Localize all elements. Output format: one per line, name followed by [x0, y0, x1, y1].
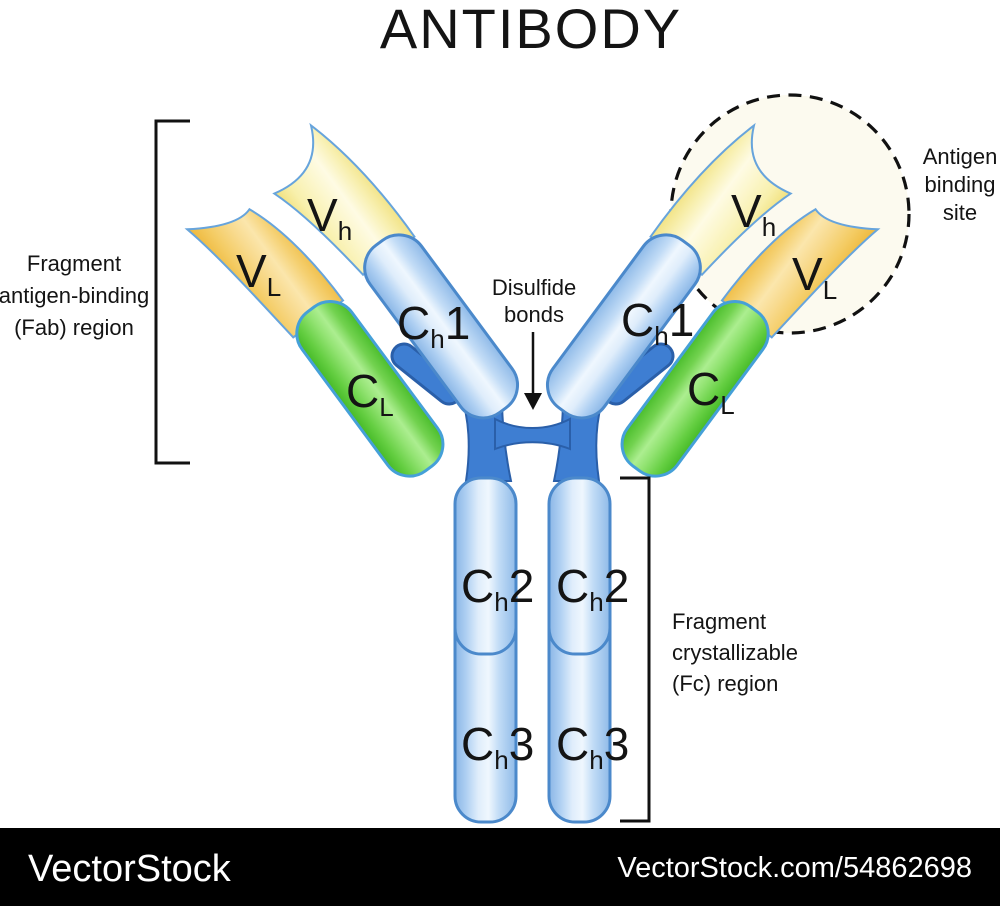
- fab-label-line2: antigen-binding: [0, 283, 149, 308]
- watermark-credit: VectorStock.com/54862698: [617, 852, 972, 884]
- cl-capsule-right: [620, 300, 770, 478]
- ch2-label-right: Ch2: [556, 560, 629, 617]
- fc-label-line2: crystallizable: [672, 640, 798, 665]
- ch3-label-right: Ch3: [556, 718, 629, 775]
- disulfide-arrow-head: [524, 393, 542, 410]
- disulfide-label: Disulfide bonds: [492, 275, 576, 327]
- vh-label-right: Vh: [731, 185, 776, 242]
- antigen-label-line2: binding: [925, 172, 996, 197]
- vh-ribbon-left: [272, 122, 416, 277]
- fab-label-line3: (Fab) region: [14, 315, 134, 340]
- antigen-label-line1: Antigen: [923, 144, 998, 169]
- cl-label-right: CL: [687, 363, 735, 420]
- antigen-site-label: Antigen binding site: [923, 144, 998, 225]
- fc-bracket: [620, 476, 651, 823]
- vl-label-left: VL: [236, 245, 281, 302]
- left-heavy-chain-arm: [272, 122, 520, 420]
- disulfide-label-line2: bonds: [504, 302, 564, 327]
- cl-label-left: CL: [346, 365, 394, 422]
- ch2-capsule-left: [453, 476, 518, 656]
- ch2-capsule-right: [547, 476, 612, 656]
- left-light-chain-arm: [184, 207, 445, 478]
- watermark-bar: [0, 828, 1000, 906]
- vl-ribbon-right: [720, 207, 881, 339]
- watermark-brand: VectorStock: [28, 848, 232, 890]
- ch1-capsule-left: [363, 233, 520, 420]
- fab-label-line1: Fragment: [27, 251, 121, 276]
- antigen-label-line3: site: [943, 200, 977, 225]
- ch2-label-left: Ch2: [461, 560, 534, 617]
- vl-ribbon-left: [184, 207, 345, 339]
- fc-label-line1: Fragment: [672, 609, 766, 634]
- disulfide-crossbar: [494, 417, 571, 451]
- page-title: ANTIBODY: [380, 0, 682, 60]
- disulfide-label-line1: Disulfide: [492, 275, 576, 300]
- ch3-label-left: Ch3: [461, 718, 534, 775]
- vl-label-right: VL: [792, 248, 837, 305]
- right-fab-arm: [545, 122, 881, 478]
- right-heavy-chain-arm: [545, 122, 793, 420]
- fab-bracket: [154, 119, 190, 465]
- fc-stem: [453, 476, 612, 824]
- ch1-label-right: Ch1: [621, 294, 694, 351]
- vh-label-left: Vh: [307, 189, 352, 246]
- right-light-chain-arm: [620, 207, 881, 478]
- hinge-region: [390, 342, 675, 482]
- fab-region-label: Fragment antigen-binding (Fab) region: [0, 251, 149, 340]
- light-heavy-connector-right: [605, 345, 672, 403]
- ch1-label-left: Ch1: [397, 297, 470, 354]
- light-heavy-connector-left: [393, 345, 460, 403]
- fc-region-label: Fragment crystallizable (Fc) region: [672, 609, 798, 696]
- fc-label-line3: (Fc) region: [672, 671, 778, 696]
- vh-ribbon-right: [649, 122, 793, 277]
- cl-capsule-left: [295, 300, 445, 478]
- ch1-capsule-right: [545, 233, 702, 420]
